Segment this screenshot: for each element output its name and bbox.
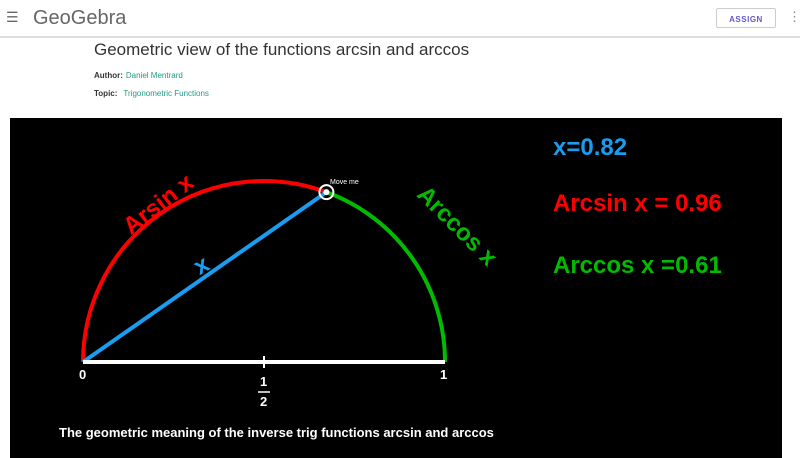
tick-0: 0 [79, 367, 86, 382]
arccos-arc-label: Arccos x [412, 181, 503, 272]
assign-button[interactable]: ASSIGN [716, 8, 776, 28]
arccos-readout: Arccos x =0.61 [553, 252, 722, 279]
author-link[interactable]: Daniel Mentrard [125, 71, 183, 80]
author-label: Author: [94, 71, 123, 80]
topic-line: Topic: Trigonometric Functions [94, 89, 209, 98]
description: The geometric meaning of the inverse tri… [59, 425, 494, 440]
author-line: Author:Daniel Mentrard [94, 71, 183, 80]
point-label: Move me [330, 179, 359, 186]
more-options-icon[interactable]: ⋮ [788, 9, 800, 24]
x-readout: x=0.82 [553, 134, 628, 161]
topic-link[interactable]: Trigonometric Functions [123, 89, 209, 98]
arcsin-arc-label: Arsin x [118, 168, 199, 240]
tick-1: 1 [440, 367, 447, 382]
tick-half-denominator: 2 [260, 394, 267, 409]
x-segment [81, 190, 328, 364]
segment-label: x [189, 250, 215, 280]
tick-half-numerator: 1 [260, 374, 267, 389]
top-bar: ☰ GeoGebra ASSIGN ⋮ [0, 0, 800, 38]
menu-icon[interactable]: ☰ [6, 9, 19, 25]
arcsin-arc [81, 179, 328, 363]
move-point-center[interactable] [323, 189, 330, 196]
graphics-view: Arsin x Arccos x x Move me 0 1 2 1 [79, 168, 503, 409]
arcsin-readout: Arcsin x = 0.96 [553, 190, 722, 217]
page-title: Geometric view of the functions arcsin a… [94, 40, 470, 59]
geogebra-applet[interactable]: Arsin x Arccos x x Move me 0 1 2 1 x=0.8… [10, 118, 782, 458]
arccos-arc [325, 190, 447, 363]
move-point[interactable] [318, 184, 335, 201]
topic-label: Topic: [94, 89, 118, 98]
geogebra-logo[interactable]: GeoGebra [33, 7, 127, 29]
